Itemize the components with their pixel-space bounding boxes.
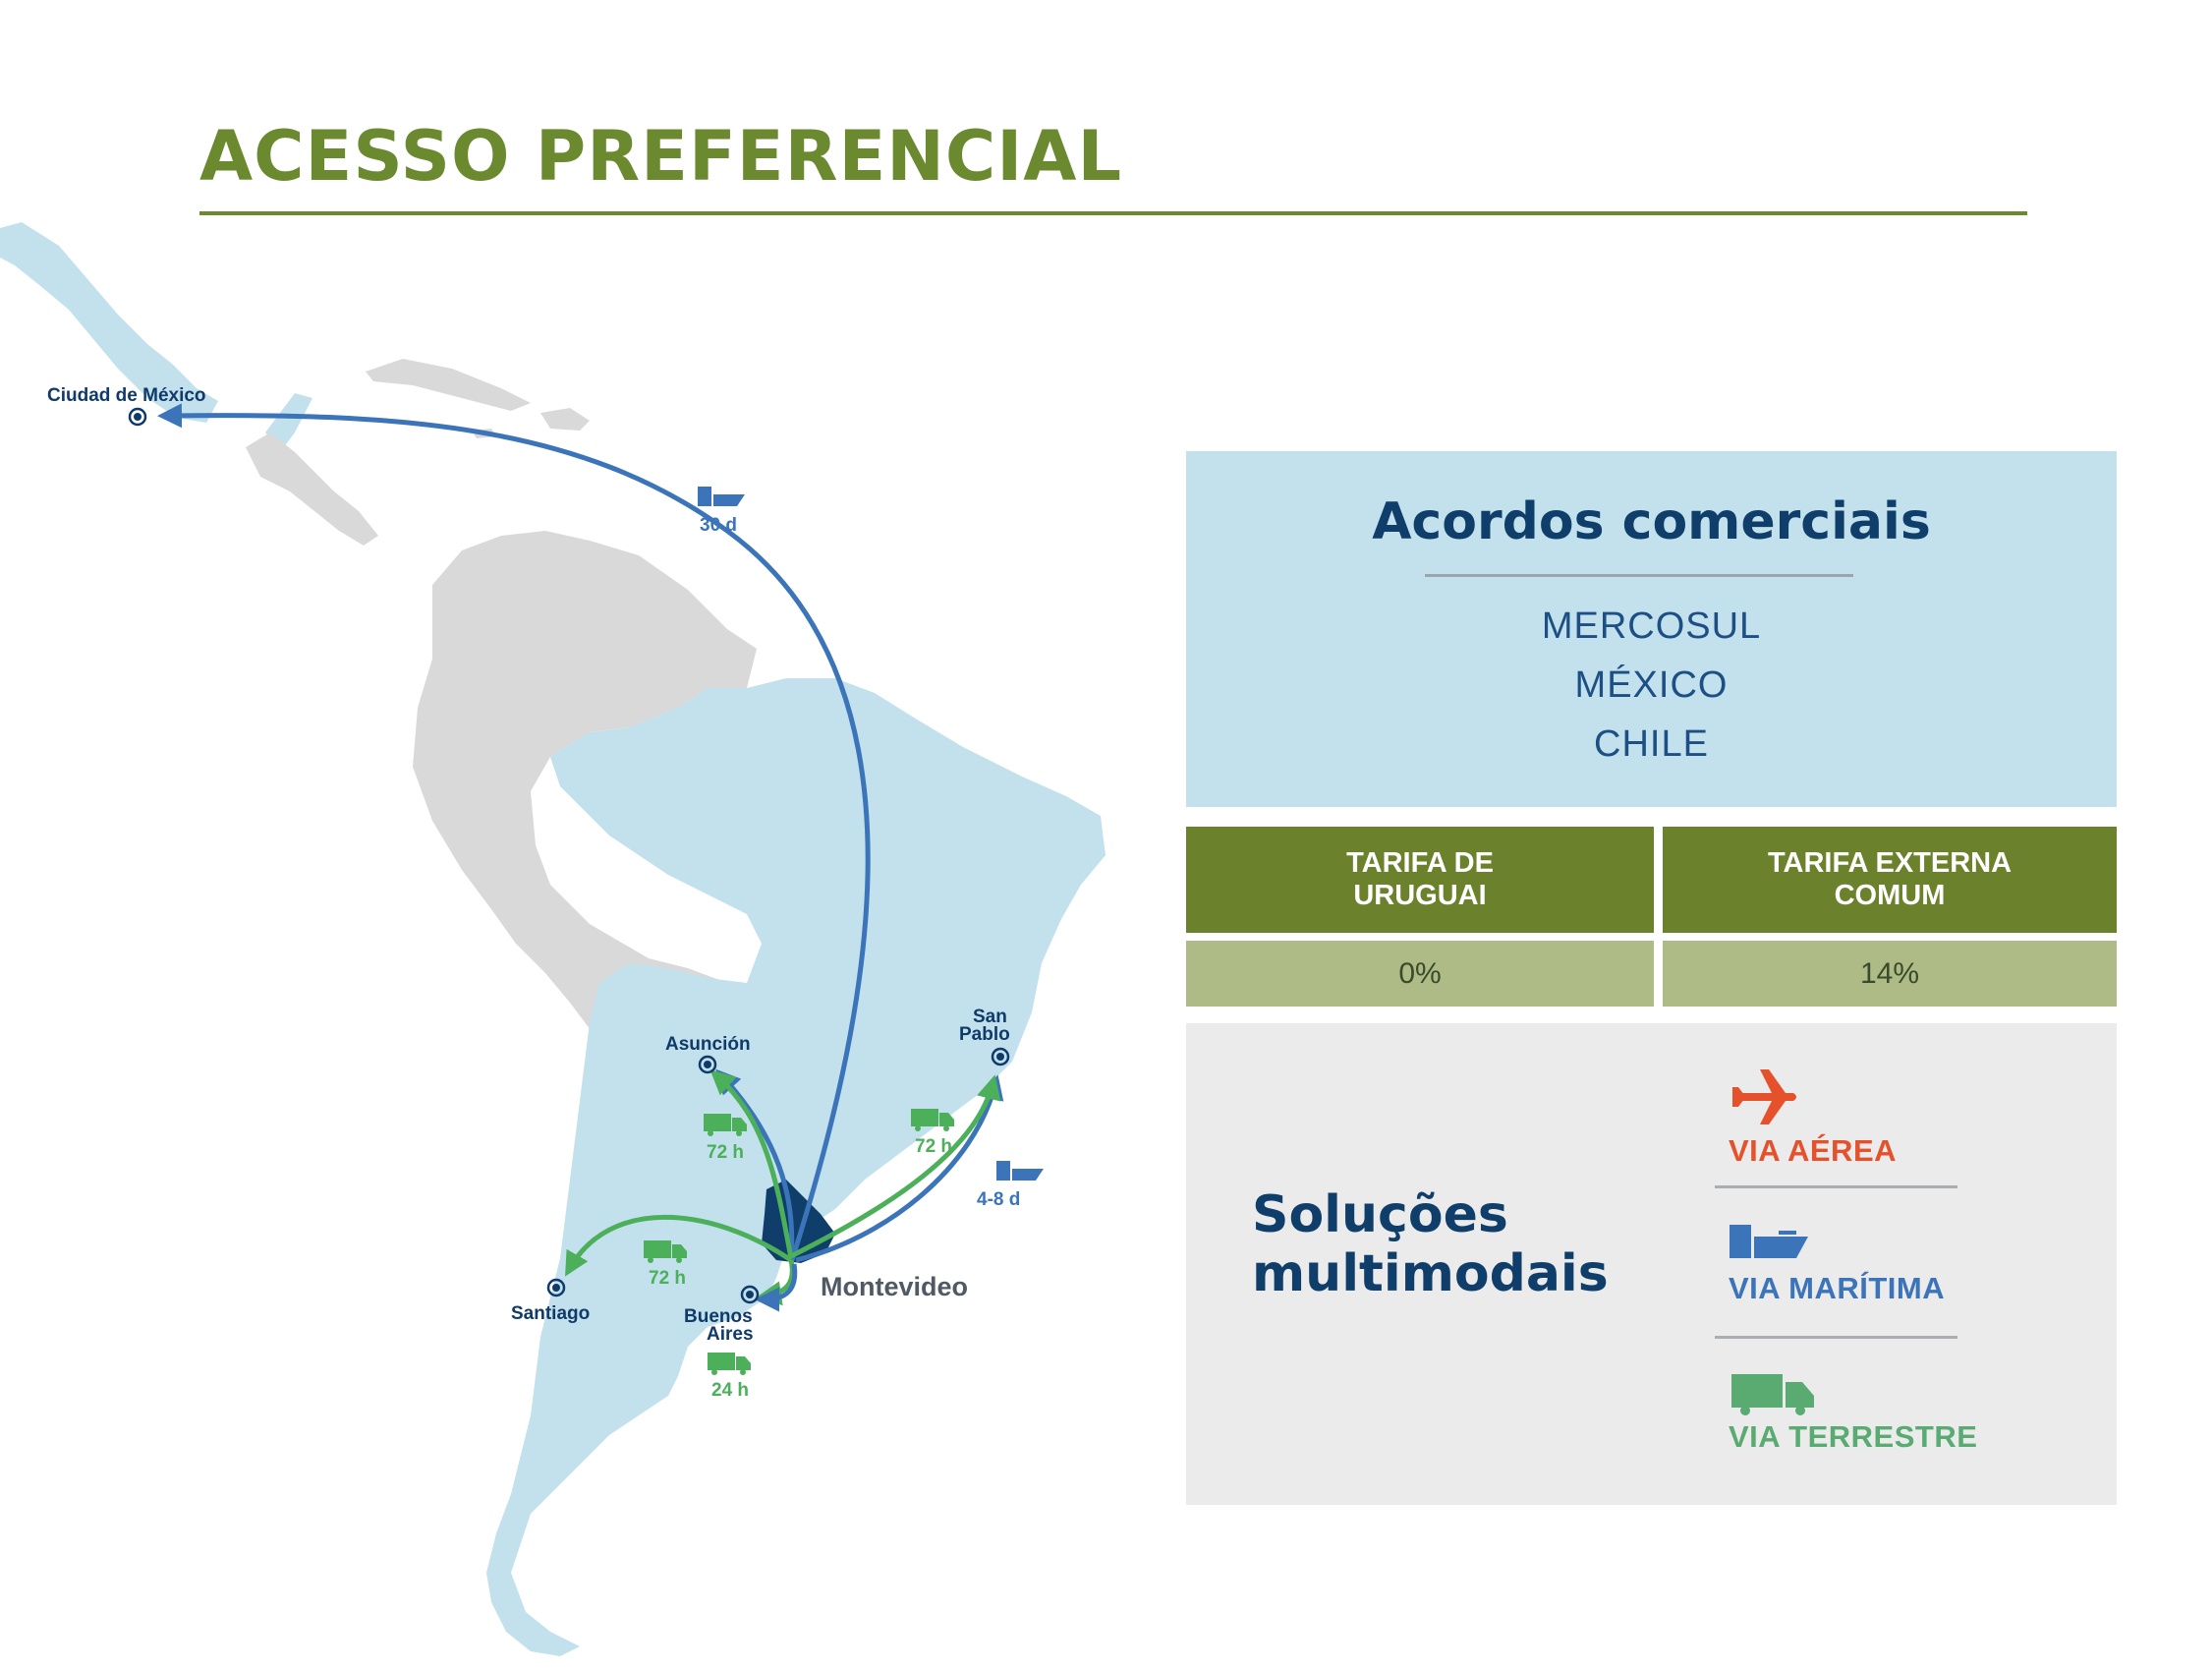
time-label-buenosaires: 24 h	[711, 1380, 749, 1401]
city-label-buenosaires-2: Aires	[707, 1324, 754, 1345]
multimodal-solutions-panel: Soluções multimodais VIA AÉREA VIA MARÍT…	[1186, 1023, 2117, 1505]
agreement-item: MERCOSUL	[1541, 605, 1762, 647]
northwest-south-america	[413, 531, 766, 1081]
time-label-sanpablo-sea: 4-8 d	[977, 1189, 1020, 1210]
tariff-uruguay-label-1: TARIFA DE	[1346, 847, 1494, 879]
route-sanpablo-road	[789, 1074, 1001, 1259]
city-marker-santiago	[546, 1278, 566, 1297]
truck-icon	[1731, 1374, 1814, 1415]
solutions-title-line-2: multimodais	[1252, 1244, 1609, 1303]
central-america-landmass	[246, 432, 378, 546]
tariff-external-value: 14%	[1663, 941, 2117, 1007]
ship-icon	[996, 1161, 1044, 1181]
time-label-mexico: 30 d	[700, 515, 737, 536]
mode-divider	[1715, 1336, 1957, 1339]
mode-label-land: VIA TERRESTRE	[1729, 1419, 1978, 1454]
title-underline	[199, 211, 2027, 215]
tariff-uruguay-header: TARIFA DE URUGUAI	[1186, 827, 1654, 933]
agreement-item: CHILE	[1594, 723, 1709, 765]
time-label-sanpablo-road: 72 h	[915, 1136, 952, 1157]
city-label-sanpablo-2: Pablo	[959, 1024, 1010, 1045]
mercosur-region	[486, 678, 1106, 1656]
city-marker-buenosaires	[740, 1285, 760, 1304]
mode-label-air: VIA AÉREA	[1729, 1133, 1898, 1168]
city-label-sanpablo-1: San	[973, 1007, 1007, 1027]
tariff-uruguay-label-2: URUGUAI	[1353, 880, 1487, 911]
city-label-mexico: Ciudad de México	[47, 385, 206, 406]
agreement-item: MÉXICO	[1574, 664, 1729, 706]
city-label-montevideo: Montevideo	[821, 1272, 968, 1301]
city-marker-mexico	[128, 407, 147, 427]
tariff-uruguay-value: 0%	[1186, 941, 1654, 1007]
solutions-title-line-1: Soluções	[1252, 1185, 1508, 1244]
mode-label-sea: VIA MARÍTIMA	[1729, 1271, 1946, 1305]
city-label-asuncion: Asunción	[665, 1034, 751, 1055]
mode-divider	[1715, 1185, 1957, 1188]
route-buenosaires-sea	[755, 1263, 798, 1312]
city-marker-sanpablo	[991, 1047, 1010, 1066]
city-label-santiago: Santiago	[511, 1303, 590, 1324]
ship-icon	[1730, 1225, 1808, 1258]
agreements-title: Acordos comerciais	[1372, 492, 1931, 551]
trade-agreements-panel: Acordos comerciais MERCOSUL MÉXICO CHILE	[1186, 451, 2117, 807]
mexico-landmass	[0, 222, 312, 452]
solutions-title: Soluções multimodais	[1252, 1185, 1609, 1303]
route-santiago-road	[565, 1214, 793, 1277]
tariff-external-label-1: TARIFA EXTERNA	[1767, 847, 2013, 879]
route-sanpablo-sea	[795, 1074, 1004, 1263]
agreements-list: MERCOSUL MÉXICO CHILE	[1186, 597, 2117, 774]
city-label-buenosaires-1: Buenos	[684, 1306, 753, 1327]
ship-icon	[698, 487, 745, 506]
agreements-divider	[1425, 574, 1853, 577]
latin-america-map: Ciudad de México Asunción San Pablo Sant…	[0, 222, 1106, 1656]
route-mexico-sea	[157, 403, 871, 1264]
cuba-island	[366, 359, 531, 411]
time-label-santiago: 72 h	[649, 1268, 686, 1289]
city-marker-asuncion	[698, 1055, 717, 1074]
airplane-icon	[1732, 1069, 1796, 1124]
route-asuncion-road	[709, 1069, 794, 1259]
truck-icon	[708, 1353, 751, 1375]
tariff-external-label-2: COMUM	[1834, 880, 1946, 911]
page-title: ACESSO PREFERENCIAL	[199, 116, 1123, 197]
route-asuncion-sea	[715, 1068, 795, 1259]
hispaniola-island	[540, 408, 590, 431]
time-label-asuncion: 72 h	[707, 1142, 744, 1163]
tariff-external-header: TARIFA EXTERNA COMUM	[1663, 827, 2117, 933]
